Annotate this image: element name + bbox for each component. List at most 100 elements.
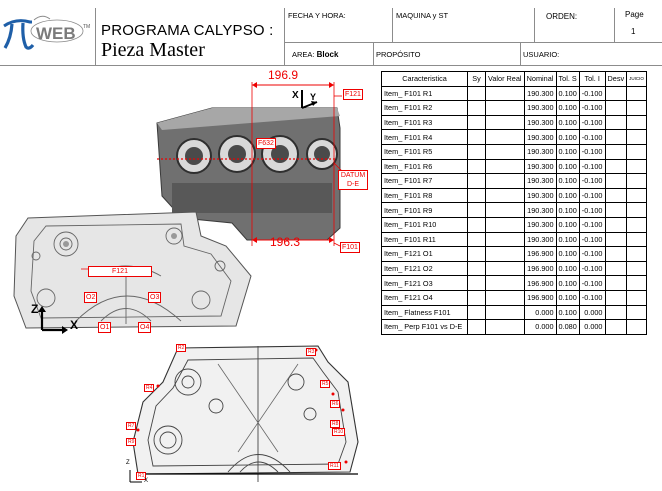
- table-cell: [467, 216, 486, 233]
- table-cell: 0.080: [555, 319, 580, 335]
- header-divider: [373, 42, 374, 65]
- table-cell: [467, 275, 486, 291]
- table-cell: 0.100: [555, 129, 580, 145]
- tag-r6: R6: [330, 400, 341, 408]
- table-header-row: Caracteristica Sy Valor Real Nominal Tol…: [381, 71, 647, 87]
- table-cell: [604, 260, 628, 277]
- col-tol-i: Tol. I: [578, 71, 606, 87]
- table-cell: [485, 114, 525, 131]
- tag-r4: R4: [144, 384, 155, 392]
- table-cell: Item_ F101 R1: [381, 85, 468, 102]
- table-cell: -0.100: [578, 129, 606, 145]
- table-cell: 0.100: [555, 158, 580, 175]
- table-cell: [604, 246, 628, 262]
- table-cell: [467, 319, 486, 335]
- table-cell: [626, 143, 647, 160]
- table-cell: Item_ F101 R4: [381, 129, 468, 145]
- axis-y-top-label: Y: [310, 92, 317, 102]
- table-cell: 0.100: [555, 187, 580, 204]
- table-cell: [467, 304, 486, 321]
- col-juicio: JUICIO: [626, 71, 647, 87]
- table-cell: 0.100: [555, 85, 580, 102]
- table-cell: [626, 187, 647, 204]
- table-cell: -0.100: [578, 260, 606, 277]
- block-front-drawing-icon: [129, 345, 359, 483]
- table-cell: 0.100: [555, 114, 580, 131]
- table-cell: [604, 173, 628, 189]
- tag-r10: R10: [332, 428, 346, 436]
- table-cell: 0.100: [555, 289, 580, 306]
- tag-r7: R7: [126, 422, 137, 430]
- table-cell: [604, 216, 628, 233]
- report-header: WEB TM PROGRAMA CALYPSO : Pieza Master F…: [0, 0, 662, 66]
- measurement-table: Caracteristica Sy Valor Real Nominal Tol…: [381, 71, 647, 335]
- tag-r8: R8: [330, 420, 341, 428]
- table-cell: [626, 231, 647, 248]
- table-cell: 0.000: [578, 304, 606, 321]
- maquina-label: MAQUINA y ST: [396, 11, 449, 20]
- company-logo: WEB TM: [2, 14, 94, 54]
- axis-z-label: Z: [31, 302, 39, 316]
- table-cell: [485, 289, 525, 306]
- col-valor-real: Valor Real: [485, 71, 525, 87]
- tag-r11: R11: [328, 462, 341, 470]
- table-cell: 196.900: [523, 275, 557, 291]
- table-cell: [604, 275, 628, 291]
- table-cell: [626, 304, 647, 321]
- table-cell: [467, 202, 486, 218]
- table-cell: 190.300: [523, 202, 557, 218]
- col-sy: Sy: [467, 71, 486, 87]
- table-cell: [626, 216, 647, 233]
- table-cell: 190.300: [523, 173, 557, 189]
- table-cell: Item_ F121 O2: [381, 260, 468, 277]
- table-cell: [604, 129, 628, 145]
- table-cell: 190.300: [523, 129, 557, 145]
- tag-o1: O1: [98, 322, 112, 333]
- table-cell: [626, 173, 647, 189]
- table-cell: [467, 129, 486, 145]
- table-cell: -0.100: [578, 187, 606, 204]
- table-cell: [485, 246, 525, 262]
- header-bottom-rule: [0, 65, 662, 66]
- table-cell: 0.100: [555, 304, 580, 321]
- block-front-drawing: R2 R3 R4 R5 R6 R7 R8 R9 R10 R11 R1 Z X: [118, 342, 376, 488]
- table-cell: [467, 158, 486, 175]
- table-cell: [626, 275, 647, 291]
- table-cell: [467, 187, 486, 204]
- table-cell: 190.300: [523, 158, 557, 175]
- tag-r3: R3: [306, 348, 317, 356]
- table-cell: -0.100: [578, 143, 606, 160]
- table-cell: [485, 143, 525, 160]
- table-cell: Item_ F121 O4: [381, 289, 468, 306]
- table-cell: [485, 100, 525, 116]
- logo-trademark: TM: [83, 24, 91, 30]
- pi-logo-icon: [3, 15, 84, 50]
- table-cell: [626, 202, 647, 218]
- col-caracteristica: Caracteristica: [381, 71, 468, 87]
- bottom-axis-z: Z: [126, 460, 130, 466]
- table-cell: Item_ F101 R5: [381, 143, 468, 160]
- header-divider: [392, 8, 393, 42]
- table-cell: 0.100: [555, 143, 580, 160]
- table-cell: 190.300: [523, 85, 557, 102]
- table-cell: 0.100: [555, 231, 580, 248]
- axis-x-top-label: X: [292, 90, 299, 101]
- table-cell: 190.300: [523, 187, 557, 204]
- table-cell: 0.100: [555, 216, 580, 233]
- table-cell: Item_ F101 R9: [381, 202, 468, 218]
- table-cell: -0.100: [578, 100, 606, 116]
- table-cell: 196.900: [523, 289, 557, 306]
- table-cell: [485, 129, 525, 145]
- area-value: Block: [316, 50, 339, 59]
- tag-f101: F101: [340, 242, 360, 253]
